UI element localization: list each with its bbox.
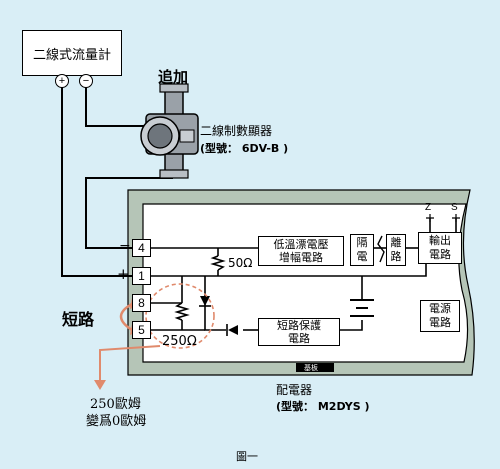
terminal-8: 8 (132, 294, 151, 312)
protection-diode (226, 324, 238, 336)
figure-caption: 圖一 (236, 450, 258, 463)
adjust-marks (426, 214, 460, 222)
r250-label: 250Ω (162, 334, 197, 349)
zener-diode (199, 296, 211, 307)
indicator-device (140, 83, 199, 179)
short-label: 短路 (62, 310, 95, 329)
terminal-5: 5 (132, 321, 151, 339)
add-on-label: 追加 (158, 68, 189, 86)
isolation-block-left: 隔 電 (350, 234, 374, 266)
z-label: Z (425, 202, 432, 213)
flowmeter-minus-terminal: − (79, 74, 93, 88)
terminal-minus-sign: − (119, 238, 131, 254)
protection-circuit-block: 短路保護 電路 (258, 318, 340, 346)
power-circuit-block: 電源 電路 (420, 300, 460, 332)
terminal-1: 1 (132, 267, 151, 285)
r50-label: 50Ω (228, 256, 253, 270)
output-circuit-block: 輸出 電路 (418, 232, 462, 264)
distributor-model: (型號： M2DYS ) (276, 400, 370, 413)
internal-wiring (151, 218, 457, 331)
indicator-name: 二線制數顯器 (200, 124, 273, 138)
indicator-model: (型號： 6DV-B ) (200, 142, 289, 155)
note-line-1: 250歐姆 (90, 397, 141, 412)
s-label: S (451, 202, 458, 213)
short-arrow (119, 302, 133, 332)
flowmeter-plus-terminal: + (55, 74, 69, 88)
flowmeter-label: 二線式流量計 (32, 47, 111, 63)
board-label-bg (296, 363, 334, 372)
resistor-250-ohm (174, 302, 190, 321)
distributor-name: 配電器 (276, 383, 313, 397)
isolation-block-right: 離 路 (386, 234, 406, 266)
terminal-4: 4 (132, 239, 151, 257)
board-label: 基板 (304, 364, 318, 372)
isolation-barrier (377, 235, 385, 263)
resistor-50-ohm (210, 255, 226, 271)
note-line-2: 變爲0歐姆 (86, 414, 147, 429)
short-highlight-circle (145, 283, 215, 349)
power-cell (350, 299, 374, 317)
amp-circuit-block: 低溫漂電壓 增幅電路 (258, 236, 344, 266)
terminal-plus-sign: + (117, 265, 130, 283)
flowmeter-box: 二線式流量計 (22, 30, 122, 76)
note-pointer (99, 345, 161, 382)
